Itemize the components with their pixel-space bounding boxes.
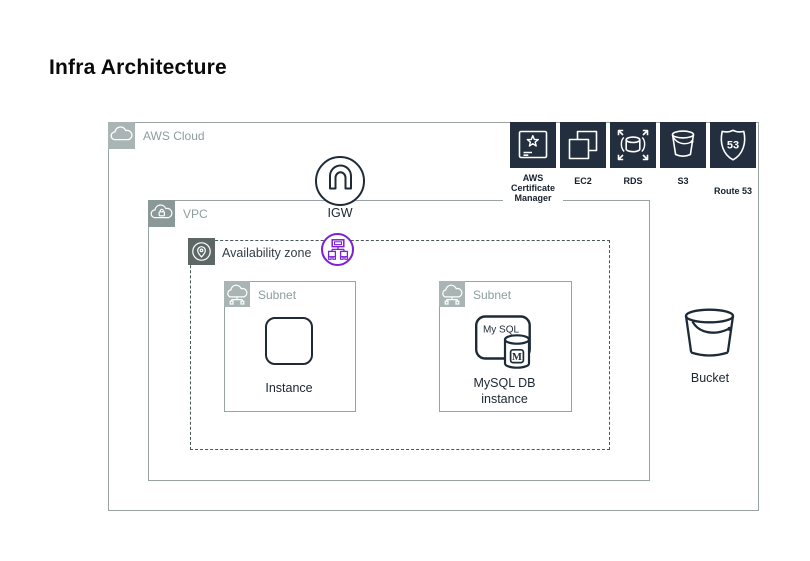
aws-cloud-icon: [108, 122, 135, 149]
mysql-monogram: M: [512, 352, 522, 363]
vpc-icon: [148, 200, 175, 227]
availability-zone-icon: [188, 238, 215, 265]
ec2-label: EC2: [574, 176, 592, 186]
vpc-router-icon: [321, 233, 354, 266]
instance-label: Instance: [265, 381, 313, 395]
route53-shield-number: 53: [727, 140, 739, 152]
route53-label: Route 53: [713, 186, 752, 196]
subnet-right-icon: [439, 281, 465, 307]
mysql-db-label: MySQL DB instance: [473, 376, 536, 406]
vpc-label: VPC: [183, 207, 208, 221]
ec2-icon: [560, 122, 606, 168]
bucket-icon: [684, 308, 735, 357]
availability-zone-label: Availability zone: [222, 246, 312, 260]
rds-icon: [610, 122, 656, 168]
aws-cloud-label: AWS Cloud: [143, 129, 205, 143]
internet-gateway-icon: [315, 156, 365, 206]
certificate-manager-icon: [510, 122, 556, 168]
page-title: Infra Architecture: [49, 56, 227, 79]
subnet-left-label: Subnet: [258, 288, 297, 302]
subnet-left-icon: [224, 281, 250, 307]
subnet-right-container: [439, 281, 572, 412]
subnet-left-container: [224, 281, 356, 412]
igw-label: IGW: [327, 206, 353, 220]
vpc-container: [148, 200, 650, 481]
instance-icon: [265, 317, 313, 365]
route53-icon: 53: [710, 122, 756, 168]
bucket-label: Bucket: [690, 371, 730, 385]
subnet-right-label: Subnet: [473, 288, 512, 302]
mysql-db-icon: My SQL M: [475, 315, 531, 369]
aws-cloud-container: [108, 122, 759, 511]
s3-label: S3: [677, 176, 689, 186]
s3-icon: [660, 122, 706, 168]
availability-zone-container: [190, 240, 610, 450]
mysql-badge-text: My SQL: [483, 325, 520, 336]
rds-label: RDS: [623, 176, 643, 186]
certificate-manager-label: AWS Certificate Manager: [503, 173, 563, 203]
